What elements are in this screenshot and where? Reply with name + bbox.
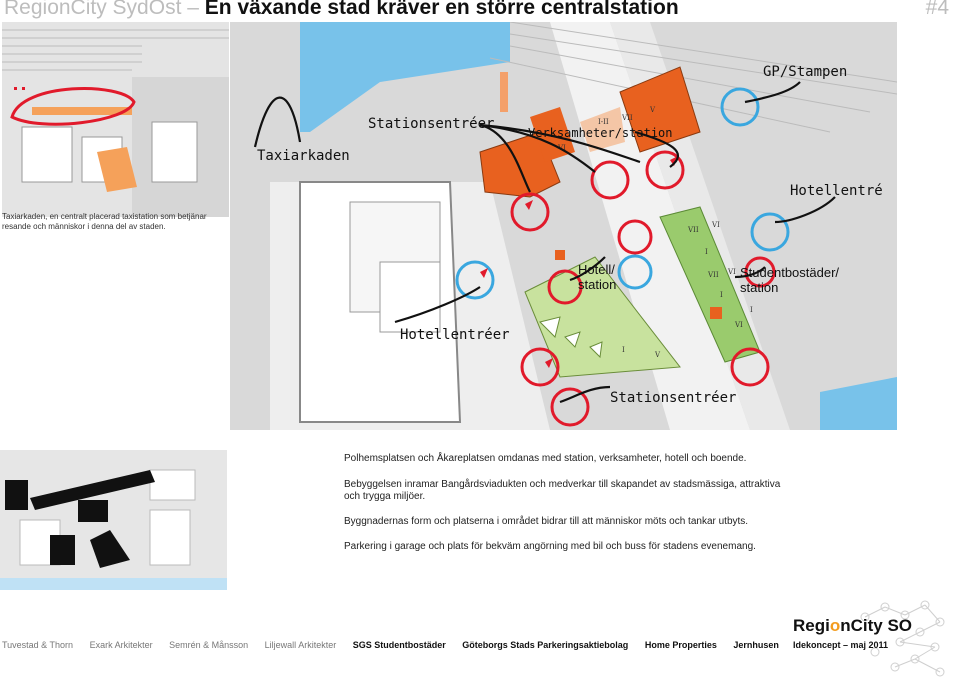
label-hotellentre: Hotellentré [790,183,883,199]
svg-text:I: I [622,346,625,354]
page-number: #4 [925,0,949,19]
page-header: RegionCity SydOst – En växande stad kräv… [4,0,679,20]
svg-text:V: V [654,351,661,359]
svg-text:I: I [750,306,753,314]
svg-text:I: I [720,291,723,299]
label-stationsentreer-bottom: Stationsentréer [610,390,737,406]
svg-text:I: I [705,248,708,256]
svg-text:VI: VI [711,221,720,229]
svg-text:V: V [649,106,656,114]
partner: Tuvestad & Thorn [2,640,74,650]
header-dash: – [187,0,199,19]
partner: Exark Arkitekter [89,640,153,650]
footer-partners: Tuvestad & Thorn Exark Arkitekter Semrén… [2,640,793,650]
header-title: En växande stad kräver en större central… [204,0,679,19]
body-text-3: Byggnadernas form och platserna i område… [344,516,749,527]
partner: Göteborgs Stads Parkeringsaktiebolag [462,640,629,650]
body-text-1: Polhemsplatsen och Åkareplatsen omdanas … [344,453,747,464]
body-text-2: Bebyggelsen inramar Bangårdsviadukten oc… [344,479,781,502]
svg-text:I-II: I-II [598,118,609,126]
svg-text:VI: VI [727,268,736,276]
label-verksamheter: Verksamheter/station [528,126,673,140]
water-area [300,22,510,132]
dots-pattern [860,600,945,677]
label-taxiarkaden: Taxiarkaden [257,148,350,164]
partner: SGS Studentbostäder [352,640,446,650]
site-plan-map: I-II VII V VI VII VI VII VI I I V I VI I [230,22,897,430]
massing-diagram [0,450,227,590]
logo-subtitle: Idekoncept – maj 2011 [793,640,889,650]
partner: Home Properties [644,640,717,650]
body-text-4: Parkering i garage och plats för bekväm … [344,541,756,552]
svg-text:VII: VII [687,226,699,234]
partner: Liljewall Arkitekter [264,640,337,650]
label-gp-stampen: GP/Stampen [763,64,848,80]
label-studentbostader: Studentbostäder/station [740,265,840,295]
regioncity-logo: RegionCity SO [793,616,913,635]
svg-text:VII: VII [621,114,633,122]
overview-map [2,22,229,217]
header-brand: RegionCity SydOst [4,0,182,19]
svg-text:VI: VI [734,321,743,329]
label-stationsentreer-top: Stationsentréer [368,116,495,132]
partner: Jernhusen [733,640,779,650]
hotel-station-building [524,256,681,378]
left-caption: Taxiarkaden, en centralt placerad taxist… [2,212,207,231]
partner: Semrén & Månsson [169,640,249,650]
label-hotell-station: Hotell/station [578,262,617,292]
label-hotellentreer: Hotellentréer [400,327,510,343]
svg-text:VII: VII [707,271,719,279]
